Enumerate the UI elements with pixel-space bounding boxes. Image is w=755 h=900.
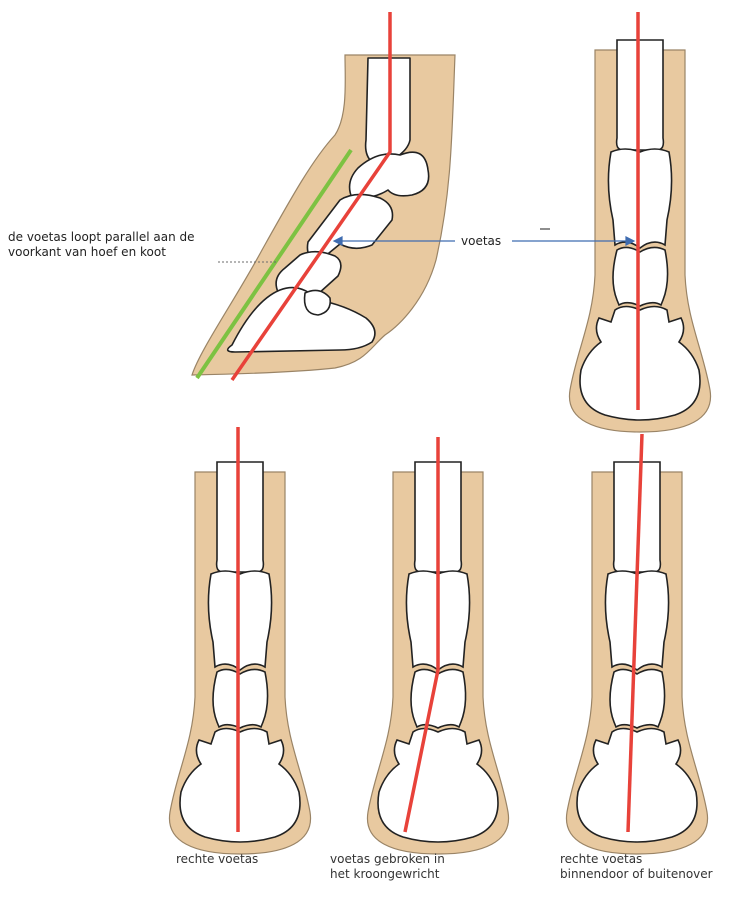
hoof-broken-axis <box>367 437 508 854</box>
caption-sideways-line2: binnendoor of buitenover <box>560 867 713 882</box>
caption-broken-line1: voetas gebroken in <box>330 852 445 867</box>
parallel-note: de voetas loopt parallel aan de voorkant… <box>8 230 195 260</box>
caption-sideways-line1: rechte voetas <box>560 852 713 867</box>
caption-straight-line1: rechte voetas <box>176 852 258 867</box>
parallel-note-line1: de voetas loopt parallel aan de <box>8 230 195 245</box>
hoof-straight-axis <box>169 427 310 854</box>
caption-sideways: rechte voetas binnendoor of buitenover <box>560 852 713 882</box>
caption-straight: rechte voetas <box>176 852 258 867</box>
parallel-note-line2: voorkant van hoef en koot <box>8 245 195 260</box>
caption-broken-line2: het kroongewricht <box>330 867 445 882</box>
hoof-sideways-axis <box>566 434 707 854</box>
front-view-top-right <box>569 12 710 432</box>
side-view-hoof <box>192 12 455 380</box>
axis-label: voetas <box>461 234 501 249</box>
caption-broken: voetas gebroken in het kroongewricht <box>330 852 445 882</box>
